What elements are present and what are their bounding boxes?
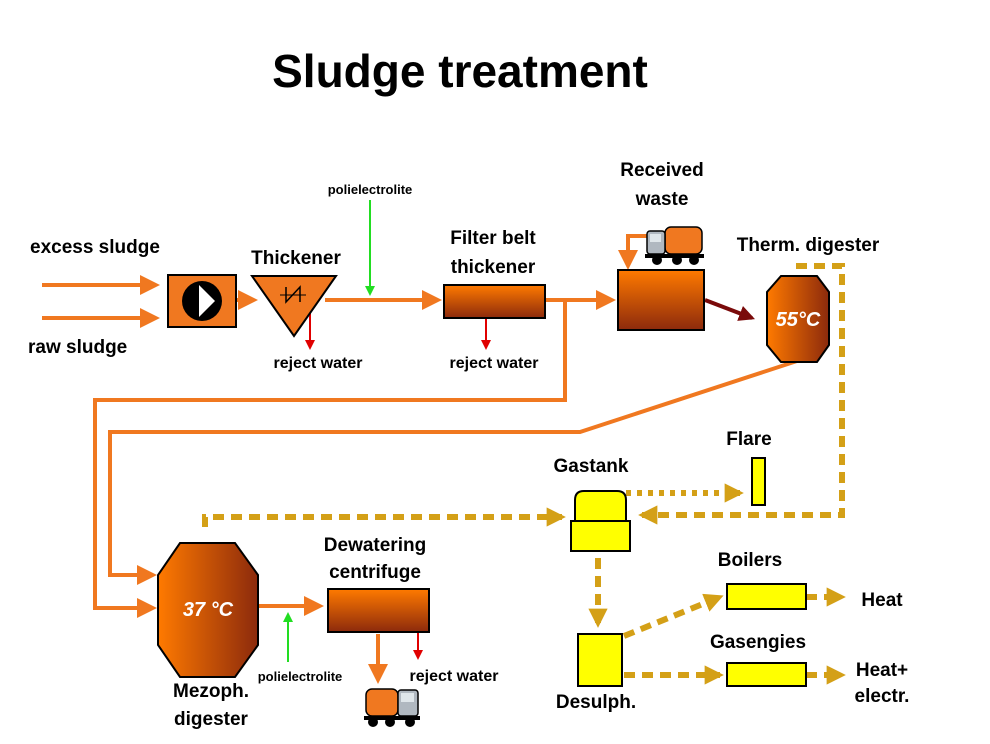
excess-sludge-label: excess sludge [30, 237, 160, 258]
dewatering-label-2: centrifuge [329, 562, 421, 583]
reject-water-label-2: reject water [450, 355, 539, 372]
mesophilic-digester: 37 °C [157, 542, 259, 678]
heat-electr-label-2: electr. [855, 686, 910, 707]
reject-water-label-1: reject water [274, 355, 363, 372]
dewatering-centrifuge-box [327, 588, 430, 633]
received-waste-label-1: Received [620, 160, 703, 181]
bypass-to-mesophilic-line [93, 300, 567, 618]
filter-belt-label-1: Filter belt [450, 228, 536, 249]
reject-water-label-3: reject water [410, 668, 499, 685]
thermo-gas-line [638, 263, 845, 525]
raw-sludge-label: raw sludge [28, 337, 127, 358]
desulph-label: Desulph. [556, 692, 636, 713]
page-title: Sludge treatment [272, 45, 648, 97]
gas-engines-box [726, 662, 807, 687]
gasengies-label: Gasengies [710, 632, 806, 653]
desulphurisation-box [577, 633, 623, 687]
thickener-label: Thickener [251, 248, 341, 269]
dewatering-label-1: Dewatering [324, 535, 426, 556]
therm-digester-label: Therm. digester [737, 235, 880, 256]
thermophilic-digester: 55°C [766, 275, 830, 363]
mesophilic-label-1: Mezoph. [173, 681, 249, 702]
desulph-to-boilers-line [622, 593, 724, 639]
boilers-box [726, 583, 807, 610]
meso-temperature: 37 °C [183, 599, 234, 621]
truck-icon [645, 226, 704, 265]
heat-electr-label-1: Heat+ [856, 660, 908, 681]
polyelectrolyte-arrows [283, 200, 375, 662]
pump-icon [167, 274, 237, 328]
received-waste-label-2: waste [635, 189, 689, 210]
filter-belt-label-2: thickener [451, 257, 536, 278]
thermophilic-to-mesophilic-line [108, 358, 801, 585]
flare-stack [751, 457, 766, 506]
filter-belt-thickener-box [443, 284, 546, 319]
polyelectrolyte-bottom-label: polielectrolite [258, 669, 343, 684]
gastank [570, 490, 631, 552]
mesophilic-label-2: digester [174, 709, 249, 730]
received-waste-tank [617, 269, 705, 331]
meso-gas-line [202, 507, 566, 527]
thermo-temperature: 55°C [776, 309, 821, 331]
flare-label: Flare [726, 429, 771, 450]
boilers-label: Boilers [718, 550, 782, 571]
polyelectrolyte-top-label: polielectrolite [328, 182, 413, 197]
sludge-flow-lines [42, 234, 801, 684]
received-to-thermo-arrow [704, 298, 755, 321]
reject-water-arrows [305, 310, 491, 660]
gas-flow-lines [202, 263, 846, 685]
truck-icon [364, 688, 420, 727]
heat-label: Heat [861, 590, 903, 611]
gastank-label: Gastank [554, 456, 629, 477]
thickener-icon [250, 275, 338, 338]
